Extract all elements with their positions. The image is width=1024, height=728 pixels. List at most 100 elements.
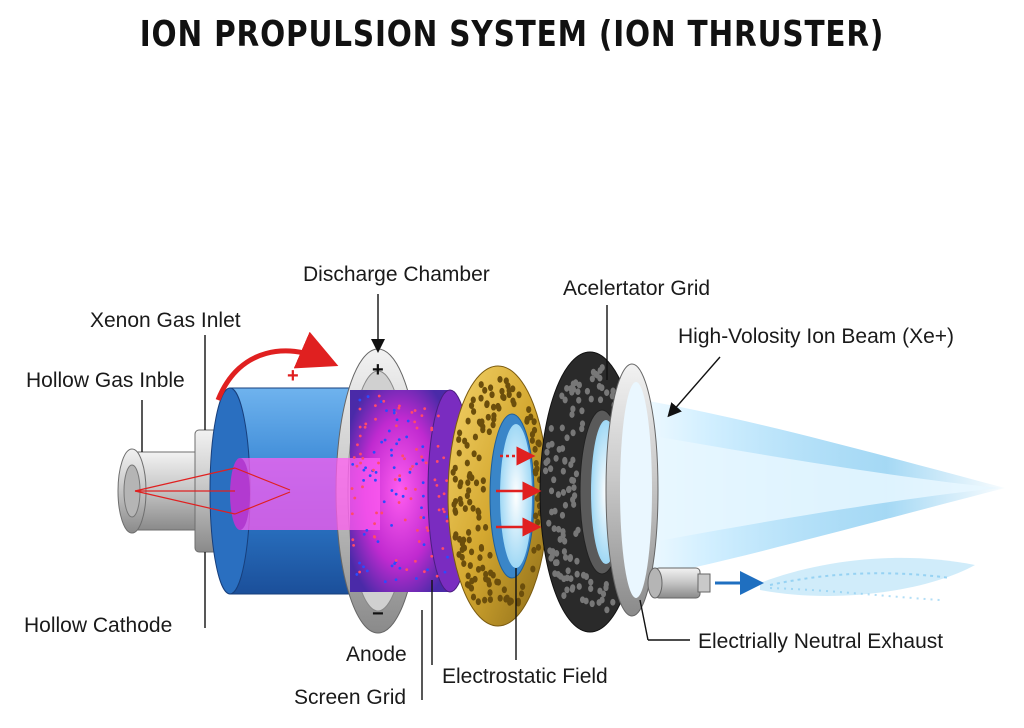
plasma-particle <box>380 440 384 444</box>
grid-hole <box>604 606 610 614</box>
grid-hole <box>487 589 493 596</box>
plasma-particle <box>377 394 381 398</box>
grid-hole <box>554 559 560 566</box>
grid-hole <box>610 387 616 395</box>
grid-hole <box>452 475 458 483</box>
grid-hole <box>575 388 581 396</box>
grid-hole <box>511 400 517 408</box>
plasma-particle <box>356 443 359 447</box>
grid-hole <box>589 600 595 608</box>
plasma-particle <box>374 478 377 482</box>
plasma-particle <box>416 528 419 532</box>
grid-hole <box>482 596 488 604</box>
grid-hole <box>464 581 471 588</box>
grid-hole <box>500 393 506 401</box>
plasma-particle <box>390 448 393 452</box>
plasma-particle <box>392 466 396 470</box>
plasma-particle <box>350 512 354 516</box>
plasma-particle <box>445 479 449 483</box>
grid-hole <box>555 525 562 533</box>
plasma-particle <box>397 501 401 504</box>
plasma-particle <box>372 468 375 472</box>
plasma-particle <box>425 526 429 530</box>
plasma-particle <box>414 487 417 491</box>
plasma-particle <box>415 462 418 466</box>
grid-hole <box>478 544 485 551</box>
plasma-particle <box>390 489 394 492</box>
grid-hole <box>597 396 604 404</box>
label-anode: Anode <box>346 643 407 666</box>
label-xenon-gas-inlet: Xenon Gas Inlet <box>90 309 241 332</box>
plasma-particle <box>422 516 426 520</box>
plasma-particle <box>395 418 399 422</box>
plasma-particle <box>395 424 398 428</box>
grid-hole <box>504 594 510 602</box>
grid-hole <box>478 394 484 402</box>
grid-hole <box>535 543 542 551</box>
grid-hole <box>515 597 521 605</box>
plasma-particle <box>372 535 376 538</box>
grid-hole <box>476 454 482 462</box>
plasma-particle <box>358 398 362 402</box>
grid-hole <box>476 514 482 521</box>
grid-hole <box>466 536 472 544</box>
grid-hole <box>597 587 603 595</box>
grid-hole <box>564 586 570 594</box>
grid-hole <box>516 391 522 399</box>
plasma-particle <box>385 409 388 413</box>
plasma-particle <box>426 529 430 532</box>
grid-hole <box>560 531 566 539</box>
grid-hole <box>457 429 463 437</box>
label-screen-grid: Screen Grid <box>294 686 406 709</box>
plasma-particle <box>414 577 418 580</box>
plasma-particle <box>437 494 441 498</box>
plasma-particle <box>436 444 440 448</box>
plasma-particle <box>359 461 362 465</box>
grid-hole <box>490 421 496 429</box>
grid-hole <box>566 486 572 494</box>
plasma-particle <box>383 438 387 442</box>
plasma-particle <box>433 478 437 482</box>
grid-hole <box>533 512 539 520</box>
plasma-particle <box>373 522 376 526</box>
plasma-particle <box>397 406 401 410</box>
plasma-particle <box>374 417 377 421</box>
grid-hole <box>488 569 494 577</box>
plasma-particle <box>362 565 365 569</box>
grid-hole <box>501 586 507 594</box>
grid-hole <box>471 450 477 458</box>
grid-hole <box>534 495 541 502</box>
label-discharge-chamber: Discharge Chamber <box>303 263 490 286</box>
grid-hole <box>470 593 477 601</box>
grid-hole <box>599 364 605 371</box>
plasma-particle <box>442 510 446 514</box>
plasma-particle <box>413 420 417 424</box>
grid-hole <box>535 518 541 526</box>
accelerator-grid-holes <box>542 364 636 614</box>
plasma-particle <box>421 494 425 498</box>
plasma-particle <box>401 454 405 458</box>
grid-hole <box>570 456 576 464</box>
grid-hole <box>546 519 552 527</box>
grid-hole <box>473 479 480 487</box>
plasma-particle <box>368 474 372 478</box>
plasma-particle <box>352 543 356 547</box>
grid-hole <box>531 426 538 434</box>
plasma-particle <box>353 496 357 500</box>
plasma-particle <box>351 538 355 542</box>
plasma-particle <box>362 468 366 472</box>
plasma-particle <box>390 453 394 457</box>
grid-hole <box>551 525 557 533</box>
plasma-particle <box>408 470 412 474</box>
grid-hole <box>508 597 514 605</box>
grid-hole <box>570 405 576 413</box>
plasma-particle <box>430 428 434 432</box>
grid-hole <box>486 428 492 436</box>
label-neutral-exhaust: Electrially Neutral Exhaust <box>698 630 943 653</box>
plus-sign-arrow: + <box>287 365 299 387</box>
plasma-particle <box>398 478 402 482</box>
plasma-particle <box>398 474 402 478</box>
plasma-particle <box>379 400 383 404</box>
label-hollow-cathode: Hollow Cathode <box>24 614 172 637</box>
plasma-particle <box>392 411 396 415</box>
